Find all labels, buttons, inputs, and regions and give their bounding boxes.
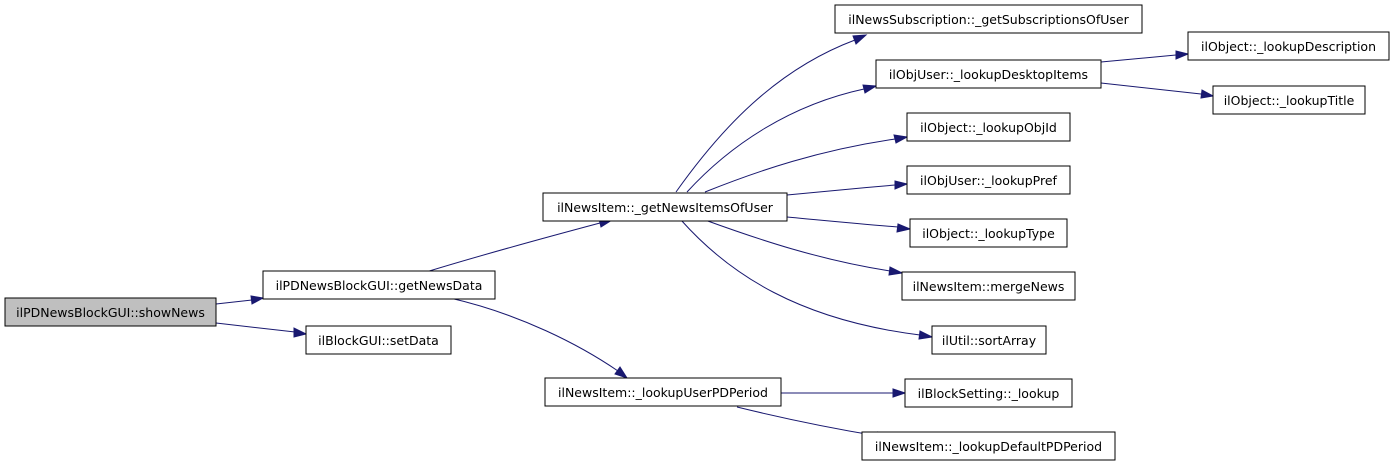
edge-get-news-items-to-lookup-pref [786, 180, 909, 196]
node-label: ilUtil::sortArray [942, 333, 1037, 348]
node-label: ilObject::_lookupTitle [1224, 93, 1355, 108]
call-nodes: ilPDNewsBlockGUI::showNews ilPDNewsBlock… [4, 4, 1390, 461]
node-show-news[interactable]: ilPDNewsBlockGUI::showNews [4, 297, 217, 327]
edge-show-news-to-set-data [215, 322, 308, 338]
node-lookup-user-pd-period[interactable]: ilNewsItem::_lookupUserPDPeriod [544, 377, 782, 407]
node-lookup-obj-id[interactable]: ilObject::_lookupObjId [906, 112, 1071, 142]
edge-get-news-items-to-lookup-type [786, 216, 912, 233]
node-label: ilObject::_lookupType [922, 226, 1055, 241]
node-label: ilNewsSubscription::_getSubscriptionsOfU… [848, 12, 1129, 27]
edge-lookup-desktop-items-to-lookup-title [1100, 82, 1215, 99]
edge-get-news-items-to-lookup-desktop-items [686, 84, 878, 193]
node-get-news-items-of-user[interactable]: ilNewsItem::_getNewsItemsOfUser [542, 192, 788, 222]
node-lookup-pref[interactable]: ilObjUser::_lookupPref [906, 165, 1071, 195]
node-label: ilPDNewsBlockGUI::showNews [16, 305, 205, 320]
node-label: ilPDNewsBlockGUI::getNewsData [276, 278, 483, 293]
node-merge-news[interactable]: ilNewsItem::mergeNews [901, 271, 1076, 301]
node-lookup-type[interactable]: ilObject::_lookupType [909, 218, 1068, 248]
node-label: ilNewsItem::_getNewsItemsOfUser [557, 200, 774, 215]
node-label: ilBlockSetting::_lookup [918, 386, 1060, 401]
edge-get-news-items-to-lookup-obj-id [704, 134, 909, 193]
edge-show-news-to-get-news-data [215, 295, 265, 305]
node-label: ilNewsItem::_lookupDefaultPDPeriod [875, 439, 1102, 454]
edge-get-news-items-to-sort-array [680, 219, 934, 340]
node-label: ilNewsItem::mergeNews [913, 279, 1065, 294]
edge-get-news-data-to-get-news-items-of-user [425, 218, 614, 273]
node-label: ilBlockGUI::setData [318, 333, 439, 348]
node-set-data[interactable]: ilBlockGUI::setData [305, 325, 452, 355]
node-get-news-data[interactable]: ilPDNewsBlockGUI::getNewsData [262, 270, 496, 300]
edge-lookup-desktop-items-to-lookup-description [1100, 50, 1190, 63]
node-label: ilNewsItem::_lookupUserPDPeriod [558, 385, 768, 400]
node-get-subscriptions-of-user[interactable]: ilNewsSubscription::_getSubscriptionsOfU… [834, 4, 1143, 34]
node-lookup-title[interactable]: ilObject::_lookupTitle [1212, 85, 1366, 115]
edge-get-news-items-to-get-subscriptions [675, 34, 868, 193]
edge-get-news-data-to-lookup-user-pd-period [449, 297, 629, 379]
node-label: ilObjUser::_lookupDesktopItems [889, 67, 1088, 82]
node-lookup-desktop-items[interactable]: ilObjUser::_lookupDesktopItems [875, 59, 1102, 89]
node-sort-array[interactable]: ilUtil::sortArray [931, 325, 1047, 355]
node-lookup-default-pd-period[interactable]: ilNewsItem::_lookupDefaultPDPeriod [861, 431, 1116, 461]
node-label: ilObjUser::_lookupPref [920, 173, 1057, 188]
node-block-setting-lookup[interactable]: ilBlockSetting::_lookup [904, 378, 1073, 408]
node-lookup-description[interactable]: ilObject::_lookupDescription [1187, 31, 1390, 61]
node-label: ilObject::_lookupObjId [920, 120, 1057, 135]
edge-lookup-user-pd-period-to-block-setting-lookup [781, 388, 907, 398]
call-edges [215, 34, 1215, 441]
node-label: ilObject::_lookupDescription [1201, 39, 1376, 54]
edge-get-news-items-to-merge-news [704, 219, 904, 276]
